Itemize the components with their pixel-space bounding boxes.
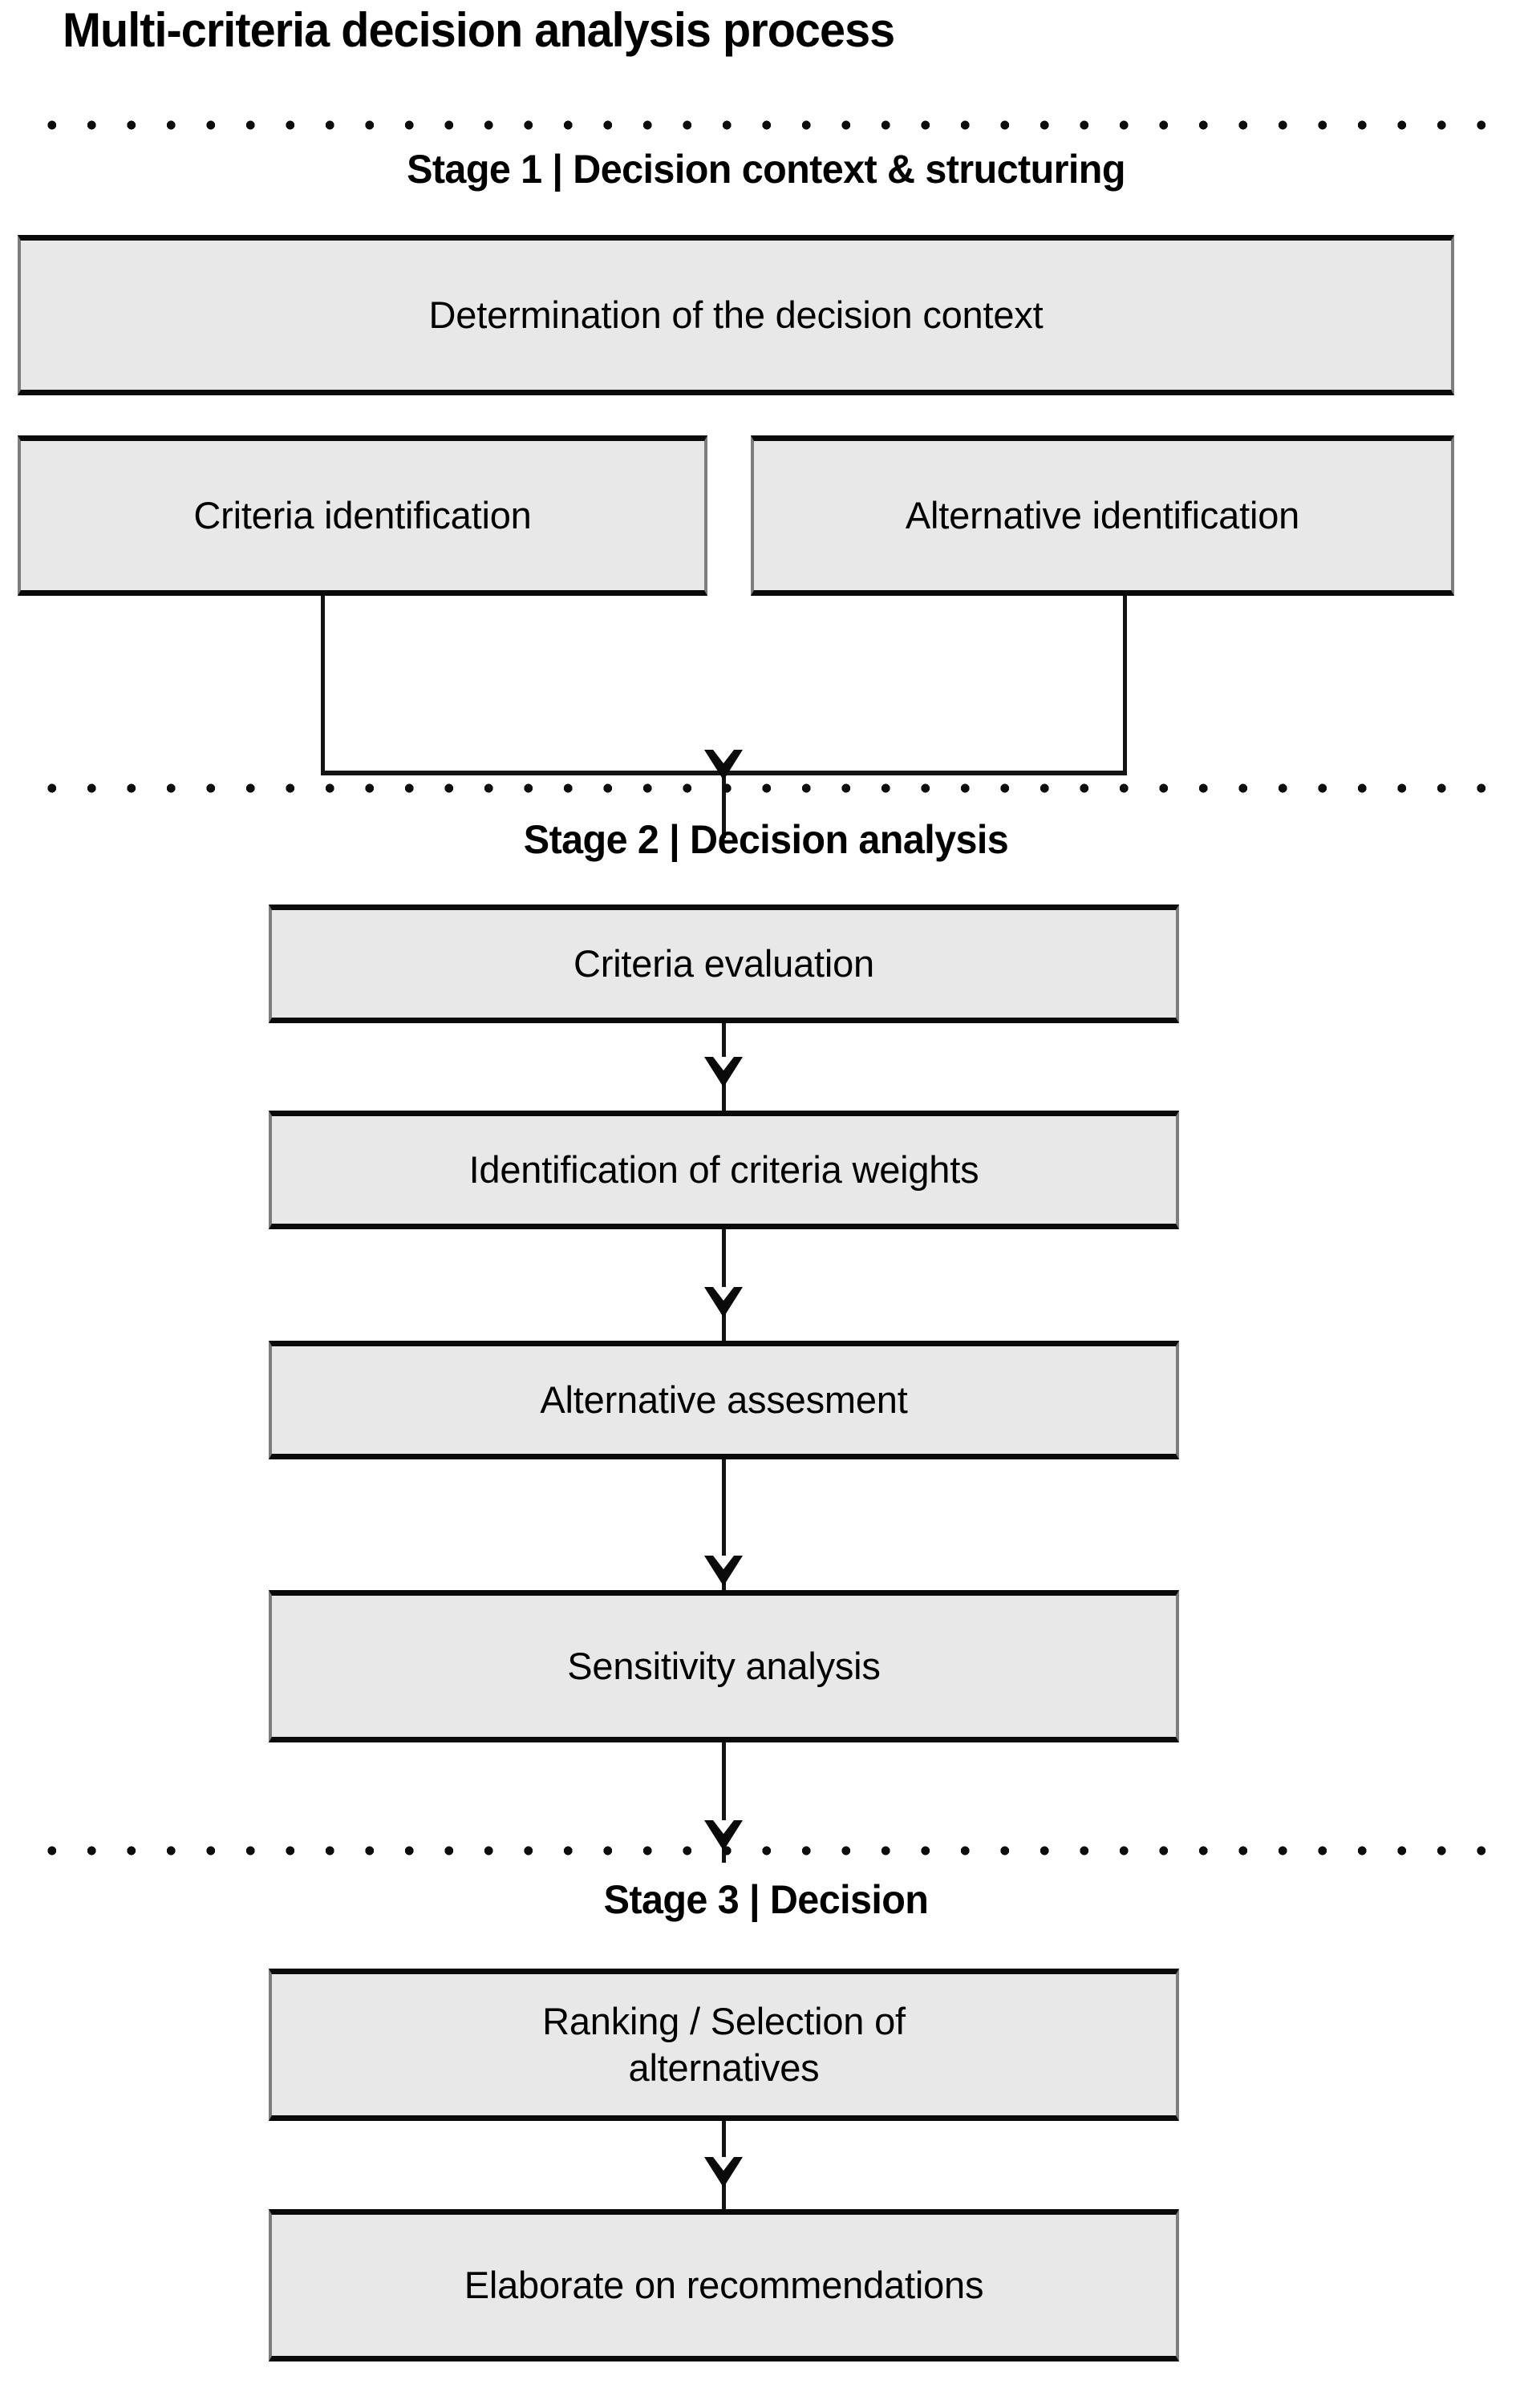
connector-alternative-down xyxy=(1123,596,1127,774)
arrowhead-notch xyxy=(713,1556,734,1569)
box-label: Alternative assesment xyxy=(540,1378,908,1421)
arrowhead-notch xyxy=(713,2157,734,2171)
connector-merge-stem xyxy=(722,771,726,838)
box-sensitivity-analysis[interactable]: Sensitivity analysis xyxy=(269,1590,1179,1742)
box-determination-of-decision-context[interactable]: Determination of the decision context xyxy=(18,235,1454,395)
box-criteria-identification[interactable]: Criteria identification xyxy=(18,435,707,596)
box-alternative-assesment[interactable]: Alternative assesment xyxy=(269,1341,1179,1459)
box-label: Sensitivity analysis xyxy=(567,1645,881,1687)
box-label: Criteria evaluation xyxy=(573,942,874,985)
box-identification-of-criteria-weights[interactable]: Identification of criteria weights xyxy=(269,1111,1179,1229)
box-ranking-selection-of-alternatives[interactable]: Ranking / Selection of alternatives xyxy=(269,1969,1179,2121)
connector-criteria-down xyxy=(321,596,325,774)
arrowhead-notch xyxy=(713,1057,734,1070)
connector-weights-to-assessment xyxy=(722,1229,726,1342)
box-criteria-evaluation[interactable]: Criteria evaluation xyxy=(269,905,1179,1023)
box-elaborate-on-recommendations[interactable]: Elaborate on recommendations xyxy=(269,2209,1179,2361)
box-label: Determination of the decision context xyxy=(428,293,1044,336)
box-label: Ranking / Selection of alternatives xyxy=(542,2000,906,2089)
stage-separator-1 xyxy=(32,120,1516,130)
box-label: Criteria identification xyxy=(193,494,532,536)
arrowhead-notch xyxy=(713,1287,734,1301)
box-label: Identification of criteria weights xyxy=(468,1148,979,1191)
stage-2-heading: Stage 2 | Decision analysis xyxy=(523,817,1009,862)
page-title: Multi-criteria decision analysis process xyxy=(63,3,895,57)
connector-sensitivity-to-stage-3 xyxy=(722,1742,726,1863)
arrowhead-notch xyxy=(713,750,734,763)
box-label: Alternative identification xyxy=(905,494,1300,536)
stage-3-heading: Stage 3 | Decision xyxy=(603,1877,929,1922)
connector-assessment-to-sensitivity xyxy=(722,1459,726,1612)
stage-1-heading: Stage 1 | Decision context & structuring xyxy=(407,147,1125,192)
stage-separator-2 xyxy=(32,783,1516,793)
arrowhead-notch xyxy=(713,1820,734,1834)
stage-separator-3 xyxy=(32,1846,1516,1856)
box-label: Elaborate on recommendations xyxy=(464,2264,984,2306)
box-alternative-identification[interactable]: Alternative identification xyxy=(751,435,1454,596)
